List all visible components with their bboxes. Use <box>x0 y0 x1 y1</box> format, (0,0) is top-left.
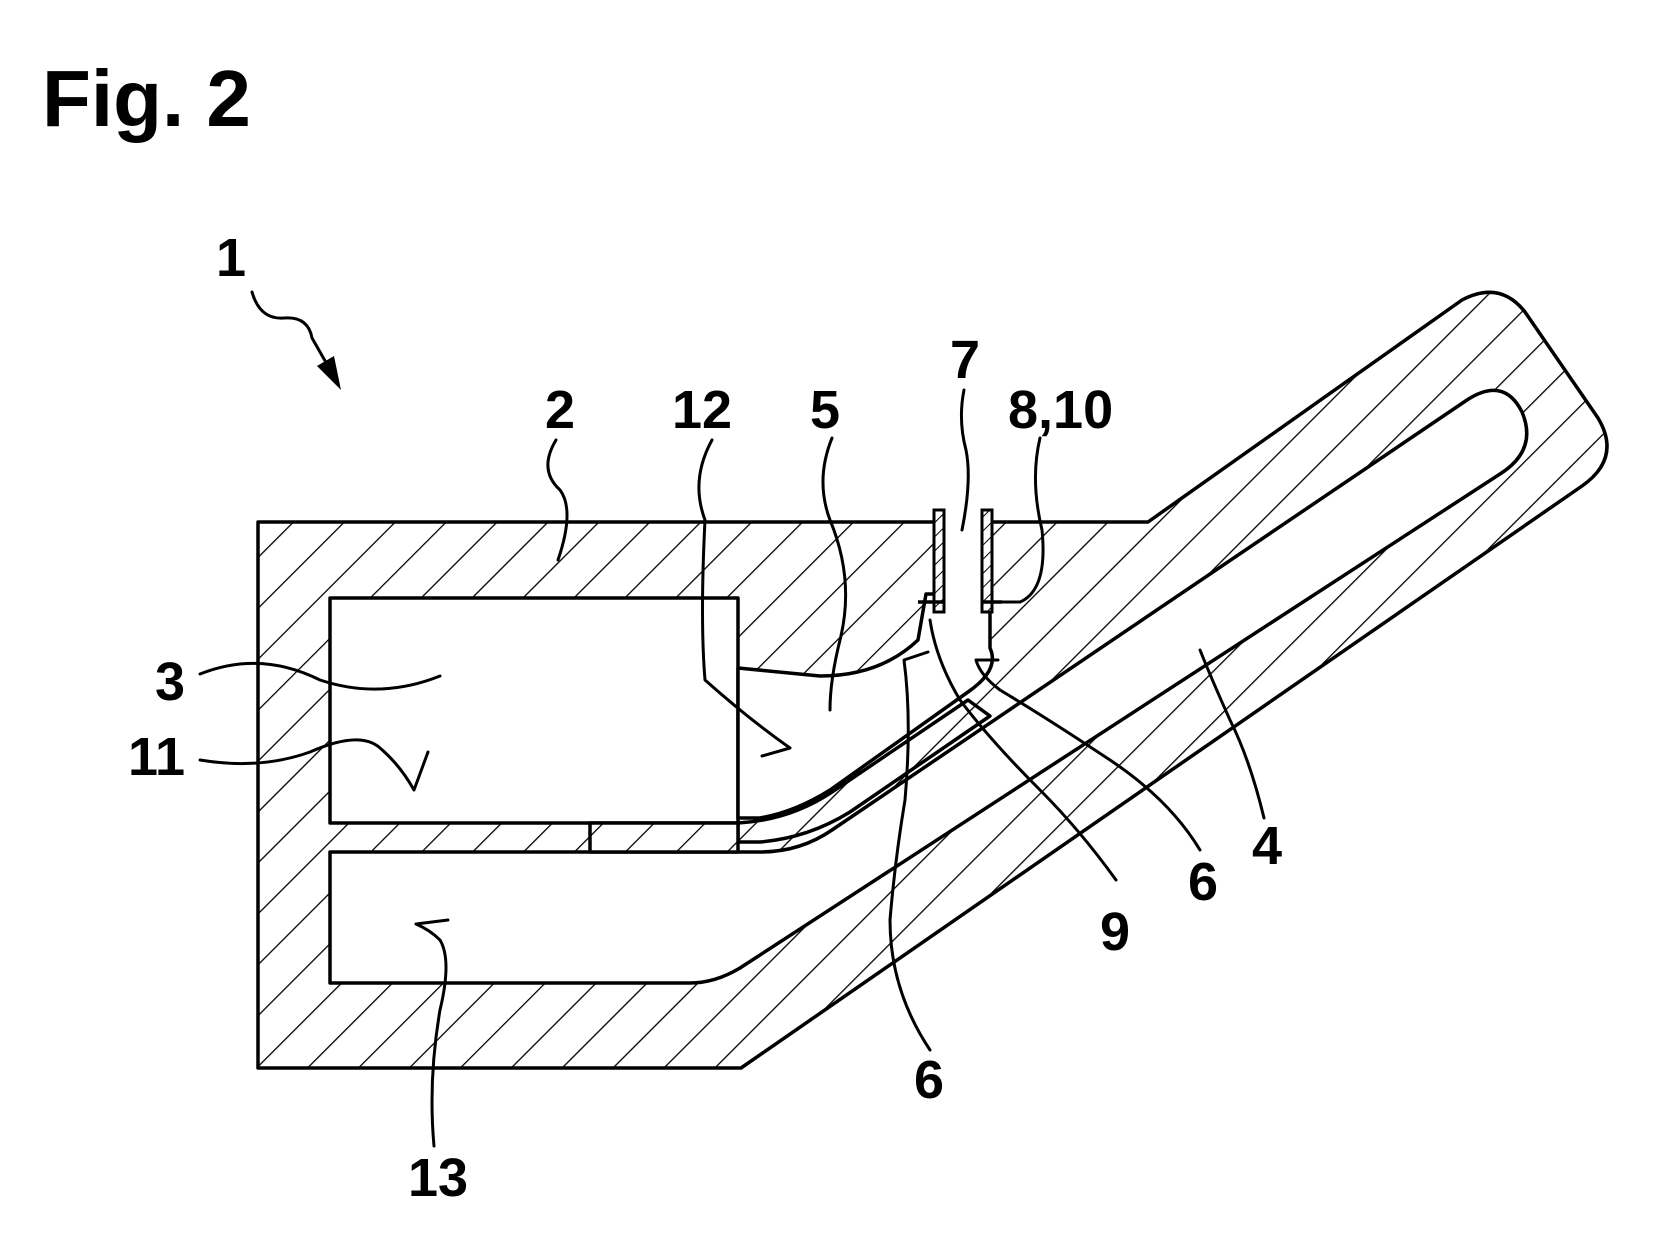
ref-6-bottom: 6 <box>914 1050 944 1110</box>
ref-6-right: 6 <box>1188 852 1218 912</box>
intermediate-cavity <box>736 592 995 820</box>
ref-2-leader <box>546 438 569 562</box>
ref-9: 9 <box>1100 902 1130 962</box>
ref-3: 3 <box>155 652 185 712</box>
ref-5: 5 <box>810 380 840 440</box>
ref-4: 4 <box>1252 816 1282 876</box>
ref-12-leader <box>697 438 792 758</box>
ref-9-leader <box>928 618 1118 882</box>
upper-chamber <box>328 596 740 825</box>
vent-opening <box>940 514 988 602</box>
ref-6-bottom-leader <box>888 650 932 1052</box>
ref-4-leader <box>1198 648 1266 820</box>
ref-1-leader <box>250 290 338 382</box>
ref-8-10-leader <box>994 436 1045 604</box>
ref-1: 1 <box>216 228 246 288</box>
figure-title: Fig. 2 <box>42 54 251 143</box>
ref-13-leader <box>414 918 450 1148</box>
ref-6-right-leader <box>974 658 1202 852</box>
ref-7: 7 <box>950 330 980 390</box>
lower-channel <box>328 388 1529 985</box>
ref-1-arrowhead <box>317 356 341 390</box>
ref-7-leader <box>959 388 970 532</box>
ref-11-leader <box>198 738 430 792</box>
ref-13: 13 <box>408 1148 468 1208</box>
ref-5-leader <box>821 436 848 712</box>
ref-8-10: 8,10 <box>1008 380 1113 440</box>
chamber-ledge <box>588 821 740 854</box>
ref-2: 2 <box>545 380 575 440</box>
membrane-left <box>932 508 946 614</box>
ref-11: 11 <box>128 727 185 787</box>
membrane-right <box>980 508 994 614</box>
separating-wall <box>736 698 992 844</box>
ref-12: 12 <box>672 380 732 440</box>
ref-3-leader <box>198 661 442 691</box>
